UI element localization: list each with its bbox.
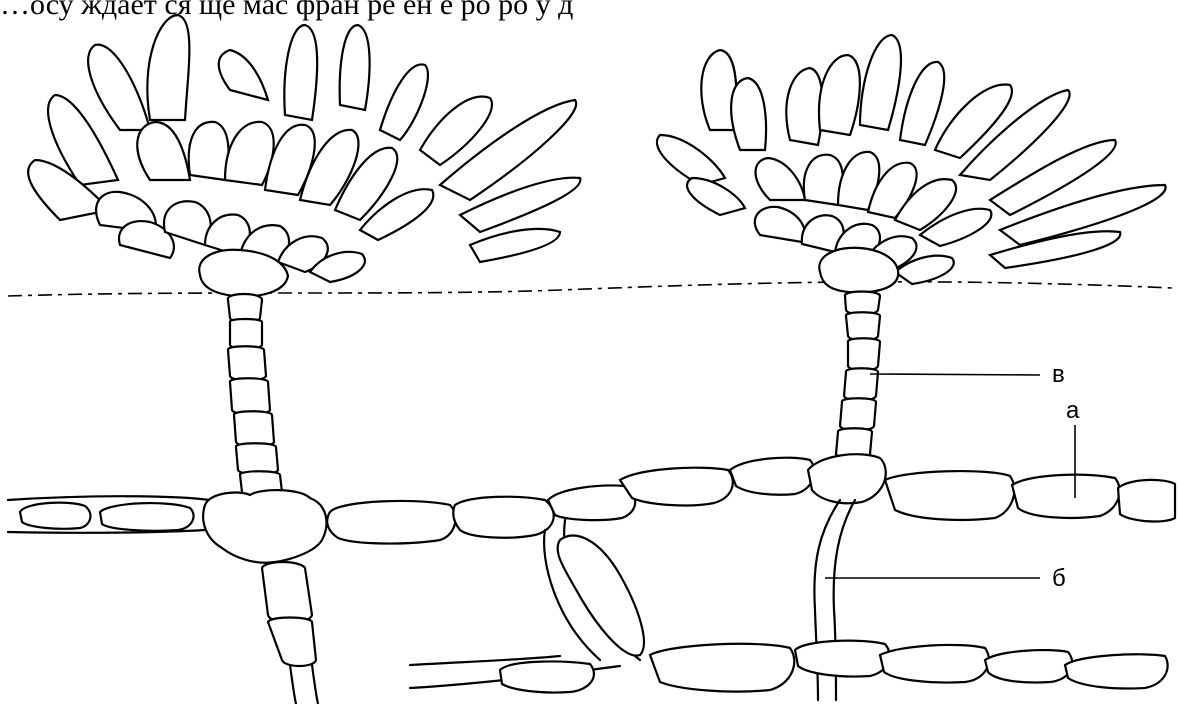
left-stalk <box>228 294 282 497</box>
left-lower-hypha <box>262 562 318 704</box>
left-brush <box>28 15 580 296</box>
branching-hypha <box>544 520 644 660</box>
right-stalk <box>836 292 880 459</box>
label-b: б <box>1052 565 1066 592</box>
label-v-leader <box>870 374 1040 375</box>
surface-dashed-line <box>8 282 1172 296</box>
lower-hypha <box>410 641 1168 693</box>
label-a: а <box>1066 397 1080 424</box>
right-brush <box>657 35 1166 292</box>
label-v: в <box>1052 361 1065 388</box>
